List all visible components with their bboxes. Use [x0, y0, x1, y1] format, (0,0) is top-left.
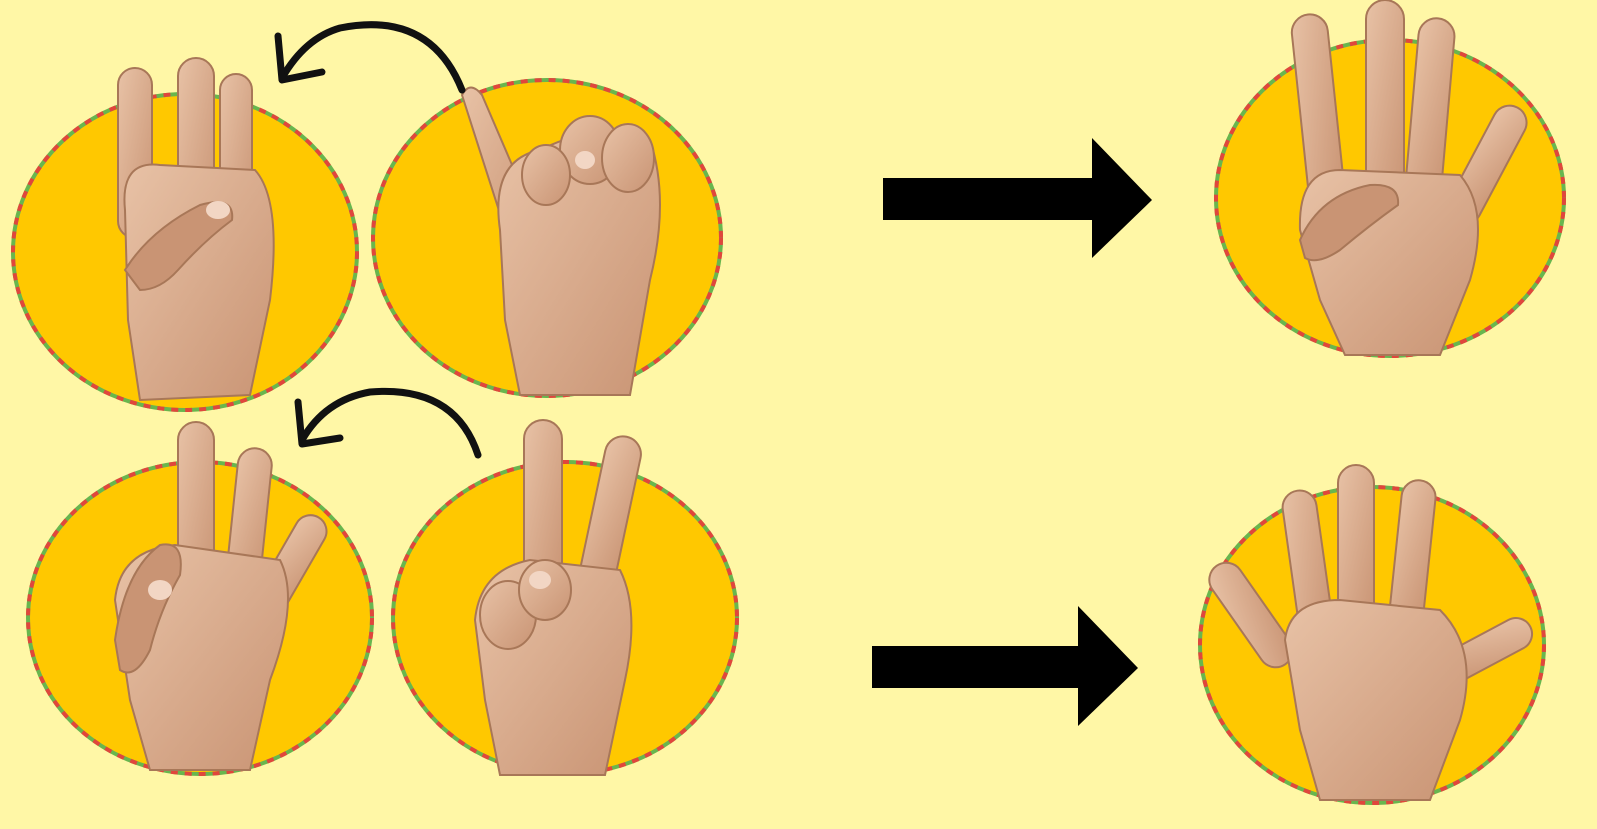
- three-fingers-hand-sign: [118, 58, 274, 400]
- hand-circle-row1-second: [373, 80, 721, 396]
